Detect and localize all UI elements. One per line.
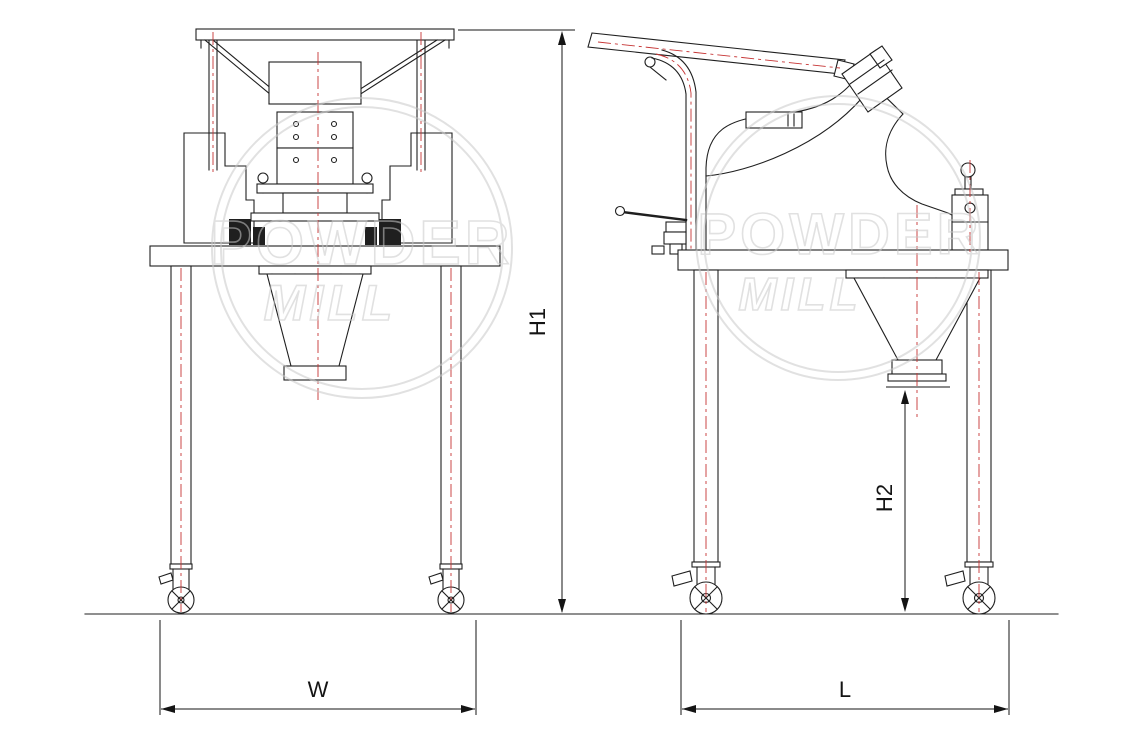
handle-knob xyxy=(614,205,626,217)
brake-lever xyxy=(158,572,174,585)
dimension-h1: H1 xyxy=(458,29,575,613)
front-mill-body xyxy=(268,61,362,185)
dimension-w: W xyxy=(159,620,477,715)
front-side-panels xyxy=(183,132,453,244)
isolator-block xyxy=(379,219,401,245)
side-bearing xyxy=(951,162,989,251)
front-caster-left xyxy=(158,563,195,614)
watermark-right: POWDER MILL xyxy=(695,95,983,381)
brake-lever xyxy=(944,570,966,587)
watermark-word1: POWDER xyxy=(698,202,983,267)
isolator-block xyxy=(229,219,251,245)
brake-lever xyxy=(671,570,693,587)
side-view xyxy=(587,32,1009,615)
watermark-left: POWDER MILL xyxy=(210,97,514,399)
dimension-label-l: L xyxy=(839,677,851,702)
side-valve-handle xyxy=(614,205,688,255)
side-pipe xyxy=(651,49,697,251)
front-discharge-hopper xyxy=(258,265,372,381)
dimension-label-h1: H1 xyxy=(525,308,550,336)
dimension-label-w: W xyxy=(308,677,329,702)
side-centerlines xyxy=(597,41,980,612)
watermark-word2: MILL xyxy=(738,268,861,320)
side-lid xyxy=(587,32,855,81)
watermark-word2: MILL xyxy=(264,275,397,331)
dimension-label-h2: H2 xyxy=(872,484,897,512)
isolator-block xyxy=(365,227,377,245)
side-motor xyxy=(841,45,903,113)
side-caster-left xyxy=(671,561,723,615)
side-caster-right xyxy=(944,561,996,615)
isolator-block xyxy=(253,227,265,245)
front-mounting xyxy=(229,172,401,245)
front-centerlines xyxy=(180,32,452,612)
brake-lever xyxy=(428,572,444,585)
dimension-l: L xyxy=(680,620,1010,715)
watermark-word1: POWDER xyxy=(211,209,514,278)
front-hanger-rods xyxy=(208,39,426,171)
dimension-h2: H2 xyxy=(872,386,950,612)
side-platform xyxy=(677,249,1009,271)
front-caster-right xyxy=(428,563,465,614)
front-view xyxy=(149,28,501,614)
